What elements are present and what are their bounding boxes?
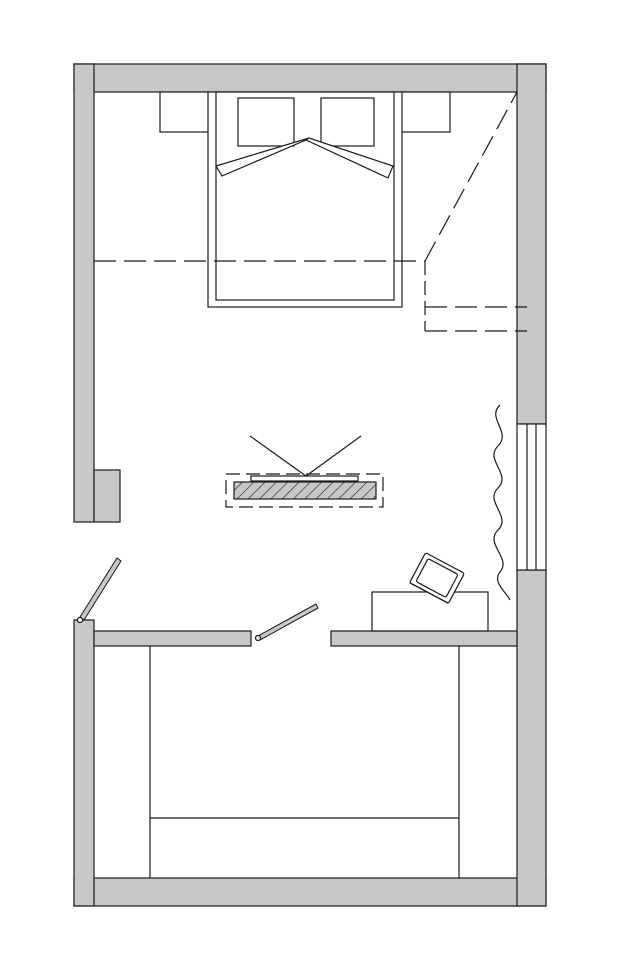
nightstand-right [400, 91, 451, 133]
walls [73, 63, 547, 907]
tv-view-angle [249, 435, 362, 477]
nightstand-left [159, 91, 210, 133]
wall-right-lower [516, 569, 547, 907]
pillow-left [237, 97, 295, 147]
tv-console-outline [225, 473, 384, 508]
chair [409, 552, 465, 604]
bed-group [159, 91, 451, 308]
wall-bottom [73, 877, 547, 907]
window [516, 423, 547, 571]
tv-unit [225, 435, 384, 508]
door-entry [79, 557, 122, 621]
wall-right-upper [516, 63, 547, 425]
door-closet [257, 603, 319, 641]
wall-left-lower [73, 619, 95, 907]
ceiling-lines [94, 91, 527, 332]
tv-console [233, 481, 377, 500]
tv-screen [250, 475, 359, 482]
curtain [493, 404, 511, 601]
partition-right [330, 630, 518, 647]
partition-left [93, 630, 252, 647]
desk [371, 591, 489, 632]
desk-group [371, 552, 489, 632]
wall-top [73, 63, 547, 93]
wall-pillar [93, 469, 121, 523]
pillow-right [320, 97, 375, 147]
closet [149, 646, 460, 878]
wall-left-upper [73, 63, 95, 523]
doors [76, 557, 319, 642]
